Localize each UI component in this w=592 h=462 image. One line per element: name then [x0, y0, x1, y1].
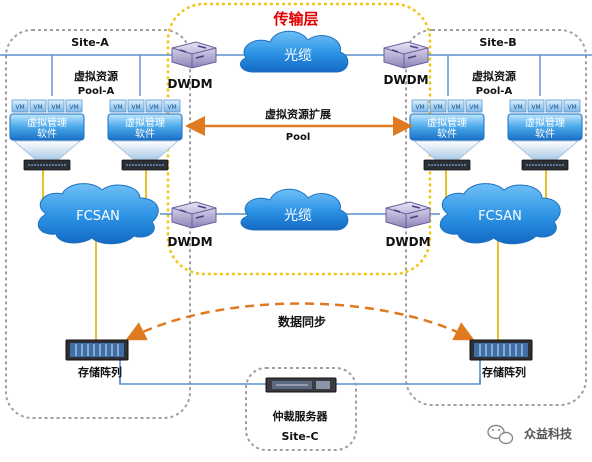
brand-name: 众益科技: [524, 426, 573, 441]
site-b-label: Site-B: [479, 36, 516, 49]
hypervisor-band: [507, 113, 583, 141]
fiber-cloud-top: [239, 30, 349, 73]
vm-label: VM: [33, 104, 42, 111]
vm-label: VM: [433, 104, 442, 111]
site-a-fcsan-label: FCSAN: [76, 209, 120, 224]
site-b-fcsan-label: FCSAN: [478, 209, 522, 224]
site-a-pool-title: 虚拟资源: [74, 69, 118, 83]
arbiter-server-label: 仲裁服务器: [273, 409, 329, 423]
vm-label: VM: [549, 104, 558, 111]
hypervisor-label-1: 虚拟管理: [27, 116, 67, 129]
vm-label: VM: [149, 104, 158, 111]
vm-box: [109, 99, 127, 113]
vm-box: [465, 99, 483, 113]
site-a-label: Site-A: [71, 36, 109, 49]
vm-box: [65, 99, 83, 113]
vm-box: [11, 99, 29, 113]
vm-label: VM: [451, 104, 460, 111]
vm-label: VM: [415, 104, 424, 111]
vm-label: VM: [131, 104, 140, 111]
site-b-pool-title: 虚拟资源: [472, 69, 516, 83]
vm-box: [411, 99, 429, 113]
hypervisor-funnel: [412, 140, 482, 161]
vm-box: [447, 99, 465, 113]
data-sync-arrow: [125, 302, 475, 341]
vm-box: [527, 99, 545, 113]
vm-box: [545, 99, 563, 113]
dwdm-bottom-left-label: DWDM: [167, 235, 212, 249]
dwdm-bottom-right-icon: [385, 201, 431, 229]
vm-label: VM: [15, 104, 24, 111]
vm-box: [145, 99, 163, 113]
hypervisor-label-2: 软件: [135, 127, 155, 140]
vm-label: VM: [567, 104, 576, 111]
dwdm-top-left-icon: [171, 41, 217, 69]
hypervisor-label-2: 软件: [535, 127, 555, 140]
dwdm-bottom-right-label: DWDM: [385, 235, 430, 249]
site-b-boundary: [405, 29, 587, 406]
pool-extend-label-1: 虚拟资源扩展: [265, 107, 332, 121]
vm-label: VM: [469, 104, 478, 111]
site-a-boundary: [5, 29, 191, 419]
pool-extend-label-2: Pool: [286, 132, 311, 143]
site-a-storage-label: 存储阵列: [78, 365, 122, 379]
vm-box: [47, 99, 65, 113]
site-a-pool-sub: Pool-A: [78, 86, 115, 97]
dwdm-top-right-label: DWDM: [383, 73, 428, 87]
site-b-pool-sub: Pool-A: [476, 86, 513, 97]
dwdm-top-right-icon: [383, 41, 429, 69]
wechat-logo: [487, 424, 514, 445]
vm-box: [163, 99, 181, 113]
data-sync-label: 数据同步: [278, 314, 326, 329]
site-a-storage-array-icon: [65, 339, 129, 361]
site-b-fcsan-cloud: [439, 183, 561, 245]
fiber-top-label: 光缆: [284, 48, 312, 64]
site-a-fcsan-cloud: [37, 183, 159, 245]
vm-label: VM: [167, 104, 176, 111]
hypervisor-label-1: 虚拟管理: [125, 116, 165, 129]
vm-label: VM: [513, 104, 522, 111]
arbiter-server-icon: [265, 377, 337, 393]
fiber-cloud-bottom: [240, 188, 349, 231]
vm-label: VM: [69, 104, 78, 111]
dwdm-bottom-left-icon: [171, 201, 217, 229]
vm-box: [29, 99, 47, 113]
hypervisor-band: [9, 113, 85, 141]
site-b-storage-array-icon: [469, 339, 533, 361]
vm-box: [127, 99, 145, 113]
hypervisor-label-2: 软件: [437, 127, 457, 140]
dwdm-top-left-label: DWDM: [167, 77, 212, 91]
vm-box: [509, 99, 527, 113]
hypervisor-band: [107, 113, 183, 141]
vm-label: VM: [51, 104, 60, 111]
transport-layer-title: 传输层: [272, 10, 318, 28]
hypervisor-funnel: [12, 140, 82, 161]
fiber-bottom-label: 光缆: [284, 208, 312, 224]
site-b-storage-label: 存储阵列: [482, 365, 526, 379]
hypervisor-label-2: 软件: [37, 127, 57, 140]
hypervisor-funnel: [510, 140, 580, 161]
vm-label: VM: [113, 104, 122, 111]
vm-box: [563, 99, 581, 113]
hypervisor-label-1: 虚拟管理: [525, 116, 565, 129]
site-c-label: Site-C: [281, 430, 318, 443]
vm-label: VM: [531, 104, 540, 111]
site-c-boundary: [245, 367, 357, 451]
hypervisor-label-1: 虚拟管理: [427, 116, 467, 129]
vm-box: [429, 99, 447, 113]
